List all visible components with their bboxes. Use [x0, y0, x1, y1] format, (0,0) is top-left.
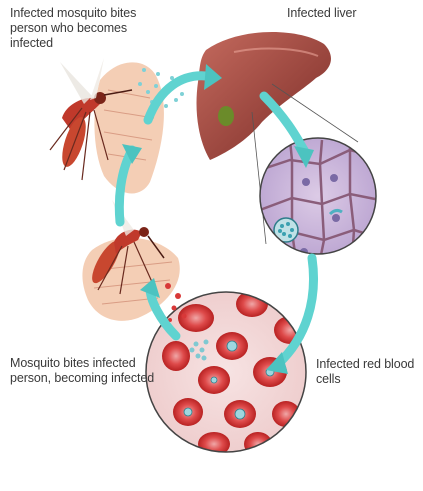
label-infected-red-blood-cells: Infected red blood cells — [316, 357, 423, 387]
skin-icon — [94, 62, 164, 193]
liver-cells-icon — [260, 138, 380, 260]
label-infected-mosquito-bites-person: Infected mosquito bites person who becom… — [10, 6, 170, 51]
label-mosquito-bites-infected-person: Mosquito bites infected person, becoming… — [10, 356, 170, 386]
red-blood-cells-icon — [146, 291, 306, 456]
label-infected-liver: Infected liver — [287, 6, 397, 21]
